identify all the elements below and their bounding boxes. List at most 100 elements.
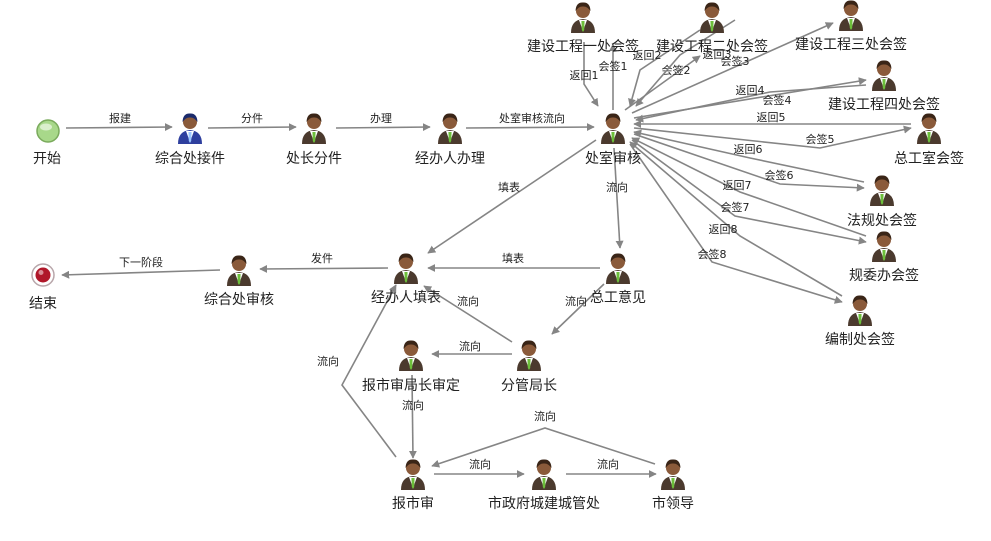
user-icon (401, 459, 425, 490)
user-icon (399, 340, 423, 371)
node-jbrbl[interactable]: 经办人办理 (415, 113, 485, 167)
edge-line (583, 42, 599, 107)
edge-line (207, 123, 297, 132)
node-bss[interactable]: 报市审 (392, 459, 434, 512)
edge-label: 流向 (457, 294, 479, 308)
edge-line (341, 284, 397, 458)
edge-label: 流向 (402, 398, 424, 412)
user-icon (700, 2, 724, 33)
node-bsjz[interactable]: 报市审局长审定 (362, 340, 460, 394)
node-label: 市领导 (652, 495, 694, 512)
edge-line (613, 147, 624, 249)
node-label: 建设工程三处会签 (795, 36, 907, 53)
node-label: 经办人办理 (415, 151, 485, 167)
edge-line (259, 264, 389, 273)
node-zhjj[interactable]: 综合处接件 (155, 113, 225, 167)
user-icon (517, 340, 541, 371)
edge-label: 返回7 (723, 179, 752, 192)
node-gw[interactable]: 规委办会签 (849, 231, 919, 284)
edge-label: 返回1 (570, 69, 599, 82)
edge-tianbiao2: 填表 (427, 251, 600, 272)
node-js4[interactable]: 建设工程四处会签 (828, 60, 940, 113)
edge-line (631, 139, 867, 245)
edge-line (633, 129, 865, 183)
node-js2[interactable]: 建设工程二处会签 (656, 2, 768, 55)
edge-label: 会签3 (721, 54, 750, 68)
node-label: 经办人填表 (371, 290, 441, 306)
node-szf[interactable]: 市政府城建城管处 (488, 459, 600, 512)
edge-label: 返回4 (736, 84, 765, 97)
edge-fajian: 发件 (259, 251, 389, 273)
edge-fh7: 返回7 (631, 137, 867, 237)
edge-label: 返回5 (757, 111, 786, 124)
node-sld[interactable]: 市领导 (652, 459, 694, 512)
user-icon (872, 60, 896, 91)
edge-fh4: 返回4 (635, 84, 867, 123)
node-bz[interactable]: 编制处会签 (825, 295, 895, 348)
user-icon (227, 255, 251, 286)
node-cssh[interactable]: 处室审核 (585, 113, 641, 167)
node-zgs[interactable]: 总工室会签 (894, 113, 964, 167)
edge-label: 下一阶段 (119, 255, 163, 269)
edge-xiayijieduan: 下一阶段 (61, 255, 221, 279)
node-label: 建设工程一处会签 (527, 38, 639, 55)
edge-label: 流向 (317, 354, 339, 368)
node-zgyj[interactable]: 总工意见 (590, 253, 646, 306)
edge-line (628, 29, 701, 107)
edge-line (465, 123, 595, 132)
user-icon (661, 459, 685, 490)
edge-hq5: 会签5 (633, 125, 912, 149)
node-js3[interactable]: 建设工程三处会签 (795, 0, 907, 53)
edge-banli: 办理 (335, 112, 431, 132)
node-zhsh[interactable]: 综合处审核 (204, 255, 274, 308)
node-jbrtb[interactable]: 经办人填表 (371, 253, 441, 306)
edge-label: 报建 (109, 111, 131, 125)
user-icon (302, 113, 326, 144)
node-start[interactable]: 开始 (33, 119, 61, 167)
edge-label: 返回3 (703, 48, 732, 61)
edge-line (629, 141, 843, 297)
edge-liuxiang4: 流向 (431, 339, 512, 358)
edge-hq6: 会签6 (633, 133, 865, 192)
edge-label: 流向 (606, 180, 628, 194)
node-label: 报市审局长审定 (362, 377, 460, 394)
user-icon (532, 459, 556, 490)
node-label: 编制处会签 (825, 331, 895, 348)
node-end[interactable]: 结束 (29, 263, 57, 312)
edge-line (65, 123, 173, 132)
edge-hq7: 会签7 (631, 139, 867, 245)
node-label: 分管局长 (501, 378, 557, 394)
node-label: 结束 (29, 296, 57, 312)
node-czff[interactable]: 处长分件 (286, 113, 342, 167)
edge-label: 填表 (502, 251, 524, 265)
edge-label: 会签5 (806, 132, 835, 146)
user-icon (848, 295, 872, 326)
node-label: 法规处会签 (847, 212, 917, 229)
edge-label: 返回8 (709, 223, 738, 236)
edge-line (408, 374, 417, 459)
user-icon (872, 231, 896, 262)
edge-label: 分件 (241, 112, 263, 125)
edge-label: 发件 (311, 251, 333, 265)
node-label: 处长分件 (286, 151, 342, 167)
edge-baojian: 报建 (65, 111, 173, 132)
edge-line (423, 285, 513, 343)
edge-liuxiang9: 流向 (431, 409, 656, 468)
user-icon (438, 113, 462, 144)
edge-label: 流向 (469, 457, 491, 471)
edge-hq3: 会签3 (631, 22, 834, 114)
edge-tianbiao1: 填表 (427, 139, 597, 254)
edge-fh5: 返回5 (633, 111, 911, 128)
node-fgjz[interactable]: 分管局长 (501, 340, 557, 394)
edge-line (335, 123, 431, 132)
edge-label: 会签2 (662, 63, 691, 77)
edge-label: 办理 (370, 112, 392, 125)
node-js1[interactable]: 建设工程一处会签 (527, 2, 639, 55)
edge-line (431, 427, 656, 468)
edge-line (633, 125, 912, 149)
edge-label: 会签4 (763, 93, 792, 107)
edge-fenjian: 分件 (207, 112, 297, 132)
edge-label: 处室审核流向 (499, 111, 565, 125)
node-fg[interactable]: 法规处会签 (847, 175, 917, 229)
